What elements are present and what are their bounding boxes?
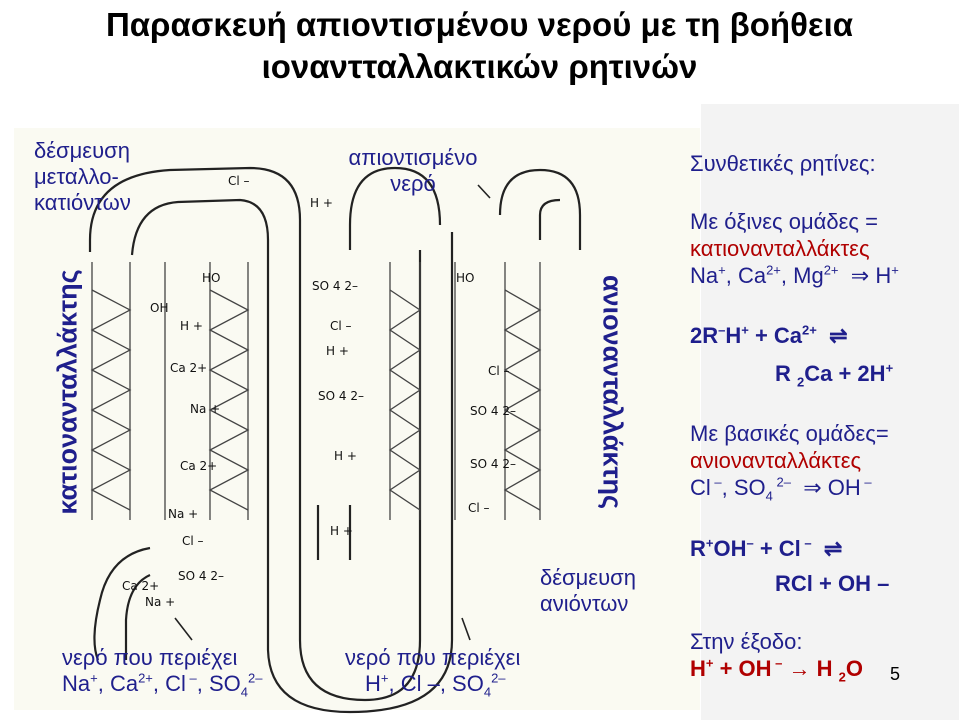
cation-binding-line-1: δέσμευση xyxy=(34,138,130,163)
cation-binding-label: δέσμευση μεταλλο- κατιόντων xyxy=(34,138,131,216)
page-title: Παρασκευή απιοντισμένου νερού με τη βοήθ… xyxy=(0,4,959,88)
resin-structure-lines xyxy=(90,262,542,520)
feed-water-ions: Na+, Ca2+, Cl –, SO42– xyxy=(62,670,263,700)
anion-binding-line-2: ανιόντων xyxy=(540,591,629,616)
acid-resin-block: Με όξινες ομάδες = κατιονανταλλάκτες Na+… xyxy=(690,208,899,289)
anion-sulfate-label: SO 4 2– xyxy=(470,404,516,418)
feed-chloride-label: Cl – xyxy=(182,534,204,548)
anion-exchange-line: Cl –, SO4 2– ⇒ OH – xyxy=(690,474,872,504)
implies-icon: ⇒ xyxy=(850,263,870,288)
feed-sulfate-label: SO 4 2– xyxy=(178,569,224,583)
panel-heading: Συνθετικές ρητίνες: xyxy=(690,151,876,176)
proton-label-1: H + xyxy=(326,344,349,358)
acid-resin-type: κατιονανταλλάκτες xyxy=(690,236,870,261)
proton-label-2: H + xyxy=(334,449,357,463)
intermediate-water-label: νερό που περιέχει H+, Cl –, SO42– xyxy=(345,645,521,700)
chloride-label-top: Cl – xyxy=(228,174,250,188)
base-group-line: Με βασικές ομάδες= xyxy=(690,421,889,446)
title-line-2: ιοναντταλλακτικών ρητινών xyxy=(261,48,698,85)
feed-sodium-label: Na + xyxy=(145,595,175,609)
cation-sodium-label-2: Na + xyxy=(168,507,198,521)
chloride-label-1: Cl – xyxy=(330,319,352,333)
explanation-panel xyxy=(701,104,959,720)
intermediate-water-line-1: νερό που περιέχει xyxy=(345,645,521,670)
exit-equation: H+ + OH – → H 2O xyxy=(690,655,863,685)
exit-block: Στην έξοδο: H+ + OH – → H 2O xyxy=(690,628,863,685)
flow-arrows xyxy=(174,184,491,641)
flow-channel-walls xyxy=(88,166,582,714)
anion-sulfate-label-2: SO 4 2– xyxy=(470,457,516,471)
anion-equation-left: R+OH– + Cl – ⇌ xyxy=(690,535,843,561)
feed-calcium-label: Ca 2+ xyxy=(122,579,159,593)
deionized-water-label: απιοντισμένο νερό xyxy=(338,145,488,197)
base-resin-type: ανιονανταλλάκτες xyxy=(690,448,862,473)
deionized-water-line-1: απιοντισμένο xyxy=(348,145,478,170)
anion-equation-right: RCl + OH – xyxy=(775,571,890,596)
feed-water-label: νερό που περιέχει Na+, Ca2+, Cl –, SO42– xyxy=(62,645,263,700)
cation-binding-line-2: μεταλλο- xyxy=(34,164,119,189)
feed-water-line-1: νερό που περιέχει xyxy=(62,645,238,670)
intermediate-water-ions: H+, Cl –, SO42– xyxy=(365,670,506,700)
cation-proton-label: H + xyxy=(180,319,203,333)
sulfate-label-2: SO 4 2– xyxy=(318,389,364,403)
hydroxyl-label-2: HO xyxy=(202,271,220,285)
equilibrium-arrow-icon: ⇌ xyxy=(829,323,848,348)
cation-binding-line-3: κατιόντων xyxy=(34,190,131,215)
sulfate-label-1: SO 4 2– xyxy=(312,279,358,293)
equilibrium-arrow-icon-2: ⇌ xyxy=(823,536,843,561)
deionized-water-line-2: νερό xyxy=(390,171,436,196)
acid-group-line: Με όξινες ομάδες = xyxy=(690,209,878,234)
base-resin-block: Με βασικές ομάδες= ανιονανταλλάκτες Cl –… xyxy=(690,420,889,504)
exit-label: Στην έξοδο: xyxy=(690,629,803,654)
cation-calcium-label-2: Ca 2+ xyxy=(180,459,217,473)
cation-equation-left: 2R–H+ + Ca2+ ⇌ xyxy=(690,322,848,348)
anion-chloride-label-2: Cl – xyxy=(488,364,510,378)
proton-label-3: H + xyxy=(330,524,353,538)
implies-icon-2: ⇒ xyxy=(803,475,822,500)
anion-chloride-label: Cl – xyxy=(468,501,490,515)
resin-ion-labels: Cl – H + SO 4 2– Cl – H + SO 4 2– H + H … xyxy=(122,174,516,609)
hydroxyl-label-1: OH xyxy=(150,301,168,315)
ion-exchange-diagram: Cl – H + SO 4 2– Cl – H + SO 4 2– H + H … xyxy=(88,166,582,714)
proton-label-top: H + xyxy=(310,196,333,210)
anion-binding-label: δέσμευση ανιόντων xyxy=(540,565,636,617)
cation-calcium-label: Ca 2+ xyxy=(170,361,207,375)
cation-sodium-label: Na + xyxy=(190,402,220,416)
cation-exchanger-label: κατιονανταλλάκτης xyxy=(52,269,83,515)
cation-exchange-line: Na+, Ca2+, Mg2+ ⇒ H+ xyxy=(690,262,899,288)
cation-equation-right: R 2Ca + 2H+ xyxy=(775,360,894,390)
diagram-area xyxy=(14,128,700,710)
hydroxyl-label-3: HO xyxy=(456,271,474,285)
anion-binding-line-1: δέσμευση xyxy=(540,565,636,590)
page-number: 5 xyxy=(890,664,901,684)
title-line-1: Παρασκευή απιοντισμένου νερού με τη βοήθ… xyxy=(105,6,854,43)
anion-exchanger-label: ανιονανταλλάκτης xyxy=(597,274,628,510)
